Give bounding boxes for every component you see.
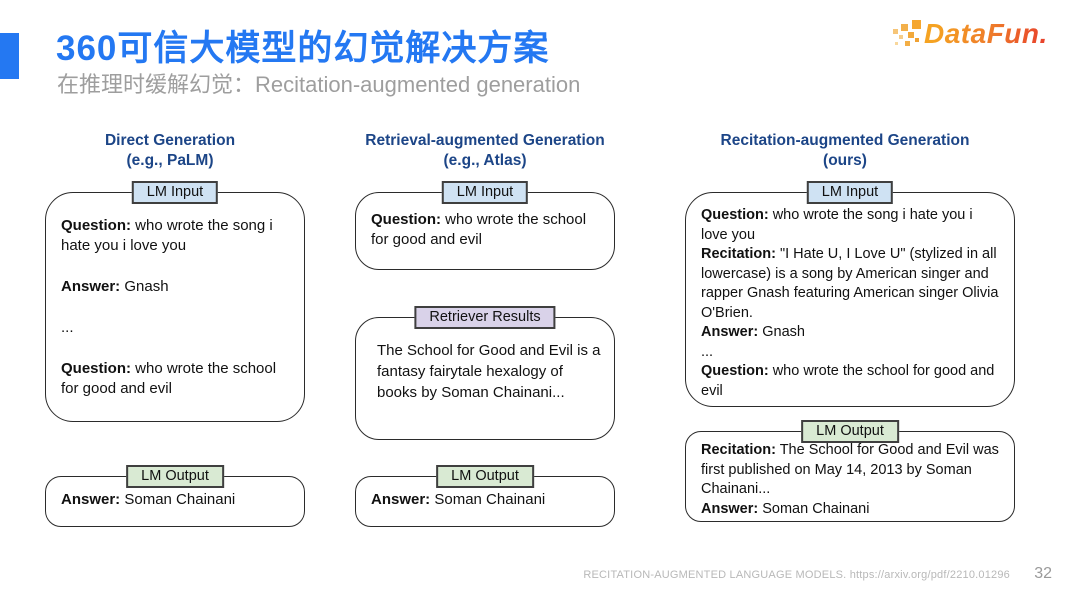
recitation-line: Recitation: "I Hate U, I Love U" (styliz…	[701, 246, 999, 321]
column-header-line1: Direct Generation	[104, 132, 236, 149]
ellipsis-line: ...	[701, 343, 714, 360]
datafun-wordmark: DataFun.	[924, 18, 1048, 49]
retrieval-lm-input-box: LM Input Question: who wrote the school …	[355, 181, 615, 270]
ellipsis-line: ...	[61, 319, 74, 336]
lm-output-tag: LM Output	[801, 420, 899, 443]
lm-input-panel: Question: who wrote the school for good …	[355, 192, 615, 270]
column-header-recitation-augmented: Recitation-augmented Generation (ours)	[680, 131, 1010, 171]
datafun-pixel-icon	[892, 20, 926, 50]
lm-output-tag: LM Output	[126, 465, 224, 488]
retriever-text: The School for Good and Evil is a fantas…	[377, 342, 601, 401]
column-header-line2: (e.g., PaLM)	[126, 152, 214, 169]
qa-line: Question: who wrote the school for good …	[371, 211, 587, 248]
direct-lm-input-box: LM Input Question: who wrote the song i …	[45, 181, 305, 422]
datafun-logo: DataFun.	[892, 16, 1062, 56]
footer-citation: RECITATION-AUGMENTED LANGUAGE MODELS. ht…	[583, 569, 1010, 581]
recitation-lm-output-box: LM Output Recitation: The School for Goo…	[685, 420, 1015, 522]
qa-line: Answer: Soman Chainani	[371, 491, 546, 508]
column-header-line2: (e.g., Atlas)	[443, 152, 527, 169]
qa-line: Question: who wrote the song i hate you …	[701, 207, 973, 243]
lm-input-tag: LM Input	[441, 181, 529, 204]
column-header-retrieval-augmented: Retrieval-augmented Generation (e.g., At…	[330, 131, 640, 171]
lm-input-panel: Question: who wrote the song i hate you …	[685, 192, 1015, 407]
qa-line: Answer: Gnash	[61, 278, 169, 295]
page-subtitle: 在推理时缓解幻觉：Recitation-augmented generation	[57, 72, 581, 97]
direct-lm-output-box: LM Output Answer: Soman Chainani	[45, 465, 305, 527]
lm-output-panel: Recitation: The School for Good and Evil…	[685, 431, 1015, 522]
recitation-line: Recitation: The School for Good and Evil…	[701, 442, 999, 497]
qa-line: Answer: Soman Chainani	[61, 491, 236, 508]
column-header-direct-generation: Direct Generation (e.g., PaLM)	[40, 131, 300, 171]
retriever-results-box: Retriever Results The School for Good an…	[355, 306, 615, 440]
retriever-results-tag: Retriever Results	[414, 306, 556, 329]
page-number: 32	[1034, 565, 1052, 582]
column-header-line1: Retrieval-augmented Generation	[365, 132, 605, 149]
lm-input-tag: LM Input	[131, 181, 219, 204]
column-header-line1: Recitation-augmented Generation	[720, 132, 970, 149]
retrieval-lm-output-box: LM Output Answer: Soman Chainani	[355, 465, 615, 527]
qa-line: Answer: Gnash	[701, 324, 805, 340]
qa-line: Question: who wrote the school for good …	[701, 363, 995, 399]
qa-line: Question: who wrote the song i hate you …	[61, 217, 273, 254]
column-header-line2: (ours)	[823, 152, 867, 169]
retriever-results-panel: The School for Good and Evil is a fantas…	[355, 317, 615, 440]
page-title: 360可信大模型的幻觉解决方案	[56, 29, 550, 68]
recitation-lm-input-box: LM Input Question: who wrote the song i …	[685, 181, 1015, 407]
qa-line: Question: who wrote the school for good …	[61, 360, 277, 397]
lm-output-tag: LM Output	[436, 465, 534, 488]
lm-input-tag: LM Input	[806, 181, 894, 204]
lm-input-panel: Question: who wrote the song i hate you …	[45, 192, 305, 422]
title-accent-bar	[0, 33, 19, 79]
qa-line: Answer: Soman Chainani	[701, 500, 870, 517]
